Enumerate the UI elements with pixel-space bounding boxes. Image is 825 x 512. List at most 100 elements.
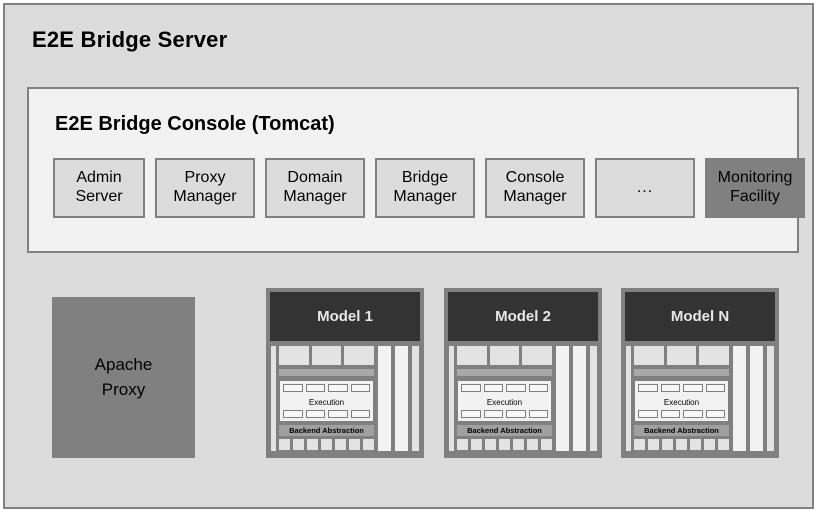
backend-column	[704, 439, 715, 450]
execution-top-cells	[283, 384, 370, 392]
model-left-rail	[626, 346, 631, 451]
model-top-cell	[634, 346, 664, 365]
backend-column	[662, 439, 673, 450]
execution-cell	[483, 410, 503, 418]
component-label-line2: Facility	[730, 188, 780, 205]
backend-column	[335, 439, 346, 450]
model-header-title: Model 1	[270, 292, 420, 341]
execution-cell	[461, 410, 481, 418]
execution-block: Execution	[634, 380, 729, 422]
component-box-console-manager[interactable]: Console Manager	[485, 158, 585, 218]
model-body: Execution Backend Abstraction	[270, 345, 420, 452]
execution-cell	[305, 410, 325, 418]
backend-abstraction-label: Backend Abstraction	[634, 425, 729, 436]
execution-cell	[705, 410, 725, 418]
backend-column	[634, 439, 645, 450]
e2e-bridge-server-container: E2E Bridge Server E2E Bridge Console (To…	[3, 3, 814, 509]
execution-top-cells	[638, 384, 725, 392]
execution-cell	[328, 410, 348, 418]
server-title: E2E Bridge Server	[32, 27, 228, 52]
component-box-more-ellipsis[interactable]: ...	[595, 158, 695, 218]
execution-bottom-cells	[638, 410, 725, 418]
e2e-bridge-console-panel: E2E Bridge Console (Tomcat) Admin Server…	[27, 87, 805, 253]
backend-column	[349, 439, 360, 450]
component-box-admin-server[interactable]: Admin Server	[53, 158, 145, 218]
model-box-1[interactable]: Model 1 Execution	[266, 288, 424, 458]
model-box-n[interactable]: Model N Execution	[621, 288, 779, 458]
component-label-line1: Proxy	[184, 169, 226, 187]
model-left-rail	[271, 346, 276, 451]
console-component-row: Admin Server Proxy Manager Domain Manage…	[53, 158, 805, 218]
component-label-line1: Admin	[76, 169, 122, 187]
backend-column	[457, 439, 468, 450]
execution-cell	[506, 410, 526, 418]
model-top-cell	[522, 346, 553, 365]
model-divider-bar	[279, 369, 374, 376]
console-title: E2E Bridge Console (Tomcat)	[55, 113, 335, 135]
execution-cell	[283, 410, 303, 418]
execution-top-cells	[461, 384, 548, 392]
model-top-cell	[699, 346, 730, 365]
execution-cell	[528, 410, 548, 418]
component-box-proxy-manager[interactable]: Proxy Manager	[155, 158, 255, 218]
component-box-bridge-manager[interactable]: Bridge Manager	[375, 158, 475, 218]
backend-column	[485, 439, 496, 450]
model-right-bar	[412, 346, 420, 451]
component-label-line1: Console	[505, 169, 565, 187]
backend-columns	[279, 439, 374, 450]
component-label-line1: Domain	[287, 169, 343, 187]
execution-bottom-cells	[461, 410, 548, 418]
backend-column	[513, 439, 524, 450]
model-box-2[interactable]: Model 2 Execution	[444, 288, 602, 458]
model-header-title: Model 2	[448, 292, 598, 341]
component-label-line1: Bridge	[401, 169, 449, 187]
model-body: Execution Backend Abstraction	[625, 345, 775, 452]
execution-cell	[638, 384, 658, 392]
execution-cell	[683, 384, 703, 392]
execution-label: Execution	[308, 397, 345, 407]
model-top-cells	[279, 346, 375, 365]
backend-column	[279, 439, 290, 450]
execution-cell	[350, 410, 370, 418]
apache-proxy-box[interactable]: Apache Proxy	[52, 297, 195, 458]
execution-block: Execution	[279, 380, 374, 422]
execution-cell	[705, 384, 725, 392]
apache-proxy-label-line2: Proxy	[101, 379, 146, 399]
model-top-cell	[457, 346, 487, 365]
model-top-cells	[457, 346, 553, 365]
component-box-monitoring-facility[interactable]: Monitoring Facility	[705, 158, 805, 218]
component-box-domain-manager[interactable]: Domain Manager	[265, 158, 365, 218]
model-right-bar	[590, 346, 598, 451]
model-top-cell	[489, 346, 520, 365]
backend-column	[718, 439, 729, 450]
execution-cell	[660, 410, 680, 418]
model-left-rail	[449, 346, 454, 451]
execution-cell	[483, 384, 503, 392]
backend-column	[676, 439, 687, 450]
ellipsis-label: ...	[636, 178, 654, 196]
execution-cell	[638, 410, 658, 418]
model-right-bar	[750, 346, 764, 451]
model-right-bar	[378, 346, 392, 451]
backend-column	[363, 439, 374, 450]
execution-cell	[506, 384, 526, 392]
model-top-cell	[279, 346, 309, 365]
execution-cell	[350, 384, 370, 392]
execution-cell	[528, 384, 548, 392]
backend-column	[499, 439, 510, 450]
execution-bottom-cells	[283, 410, 370, 418]
execution-label: Execution	[663, 397, 700, 407]
execution-cell	[660, 384, 680, 392]
model-right-bar	[556, 346, 570, 451]
backend-column	[471, 439, 482, 450]
execution-label: Execution	[486, 397, 523, 407]
model-right-bars	[733, 346, 775, 451]
backend-column	[321, 439, 332, 450]
backend-abstraction-label: Backend Abstraction	[457, 425, 552, 436]
component-label-line2: Manager	[173, 188, 237, 205]
model-right-bar	[767, 346, 775, 451]
model-right-bar	[733, 346, 747, 451]
execution-block: Execution	[457, 380, 552, 422]
model-right-bar	[395, 346, 409, 451]
backend-column	[648, 439, 659, 450]
